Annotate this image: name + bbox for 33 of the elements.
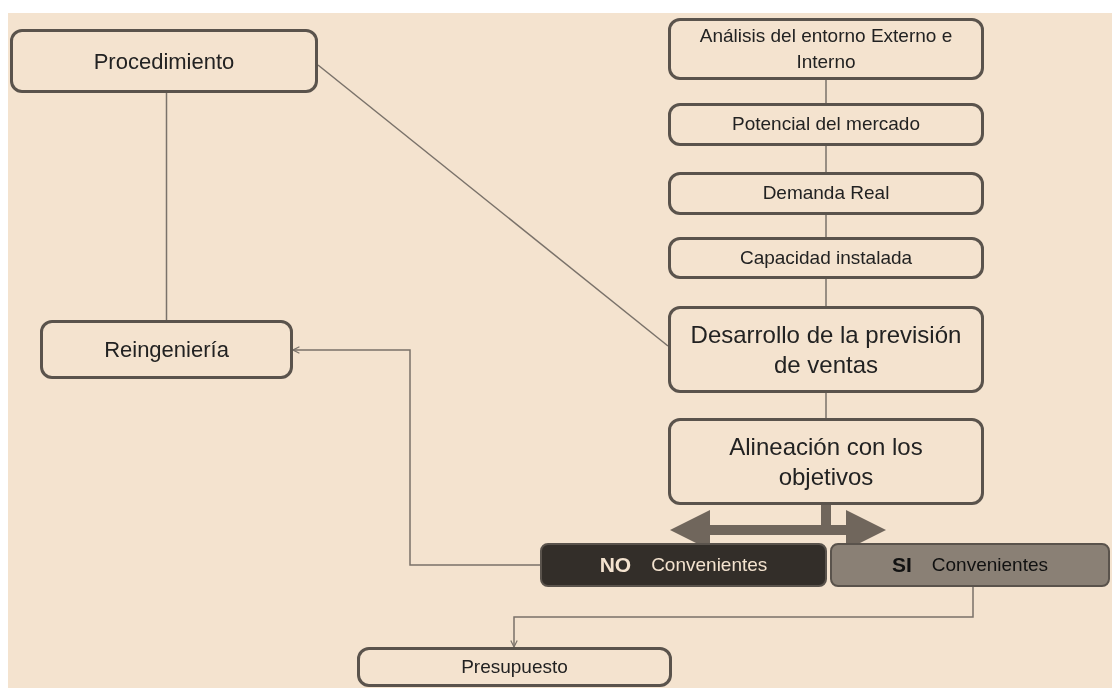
box-label: Presupuesto: [461, 654, 568, 679]
arrow: [292, 346, 541, 566]
process-box: [10, 29, 318, 93]
process-box: [357, 647, 672, 687]
connector-line: [825, 278, 827, 307]
box-label: Procedimiento: [93, 47, 235, 76]
box-label: Convenientes: [931, 552, 1048, 577]
connector-line: [825, 79, 827, 104]
process-box: [668, 418, 984, 505]
verdict-label: SI: [891, 552, 912, 579]
process-box: [40, 320, 293, 379]
connector-line: [165, 92, 168, 321]
box-label: Capacidad instalada: [739, 245, 913, 270]
box-label: Demanda Real: [762, 181, 890, 206]
connector-line: [317, 64, 669, 347]
process-box: [668, 306, 984, 393]
result-box: [540, 543, 827, 587]
box-label: Alineación con los objetivos: [728, 431, 924, 492]
process-box: [668, 18, 984, 80]
verdict-label: NO: [599, 552, 632, 579]
process-box: [668, 237, 984, 279]
box-label: Desarrollo de la previsión de ventas: [689, 319, 963, 380]
box-label: Análisis del entorno Externo e Interno: [698, 24, 954, 74]
box-label: Reingeniería: [104, 336, 229, 364]
box-label: Potencial del mercado: [732, 112, 920, 137]
connector-line: [825, 392, 827, 419]
arrow: [510, 586, 974, 648]
result-box: [830, 543, 1110, 587]
connector-line: [825, 214, 827, 238]
process-box: [668, 172, 984, 215]
process-box: [668, 103, 984, 146]
box-label: Convenientes: [651, 552, 768, 577]
connector-line: [825, 145, 827, 173]
